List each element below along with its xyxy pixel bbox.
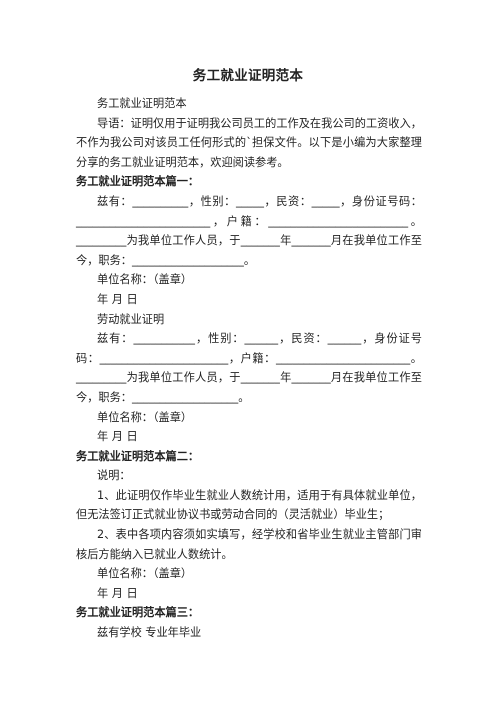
section-heading-1: 务工就业证明范本篇一： (76, 175, 200, 189)
document-title: 务工就业证明范本 (192, 68, 304, 84)
section-heading-2: 务工就业证明范本篇二： (76, 449, 200, 463)
certificate-form-paragraph: 兹有：___________，性别：______，民资：______，身份证号码… (76, 332, 422, 404)
section-heading-3: 务工就业证明范本篇三： (76, 606, 200, 620)
unit-name-line: 单位名称：（盖章） (97, 567, 193, 581)
note-item-2: 2、表中各项内容须如实填写，经学校和省毕业生就业主管部门审核后方能纳入已就业人数… (76, 528, 422, 561)
certificate-form-paragraph: 兹有：__________，性别：_____，民资：_____，身份证号码：__… (76, 194, 422, 267)
subheading-labor-certificate: 劳动就业证明 (97, 312, 165, 326)
intro-paragraph: 导语：证明仅用于证明我公司员工的工作及在我公司的工资收入，不作为我公司对该员工任… (76, 116, 422, 169)
date-line: 年 月 日 (97, 430, 138, 444)
unit-name-line: 单位名称：（盖章） (97, 273, 193, 287)
document-body: 务工就业证明范本 导语：证明仅用于证明我公司员工的工作及在我公司的工资收入，不作… (76, 94, 422, 643)
paragraph: 务工就业证明范本 (97, 97, 187, 110)
note-item-1: 1、此证明仅作毕业生就业人数统计用，适用于有具体就业单位，但无法签订正式就业协议… (76, 488, 422, 522)
unit-name-line: 单位名称：（盖章） (97, 410, 193, 424)
paragraph: 兹有学校 专业年毕业 (97, 626, 202, 640)
date-line: 年 月 日 (97, 586, 138, 600)
date-line: 年 月 日 (97, 292, 138, 306)
note-label: 说明： (97, 469, 131, 483)
